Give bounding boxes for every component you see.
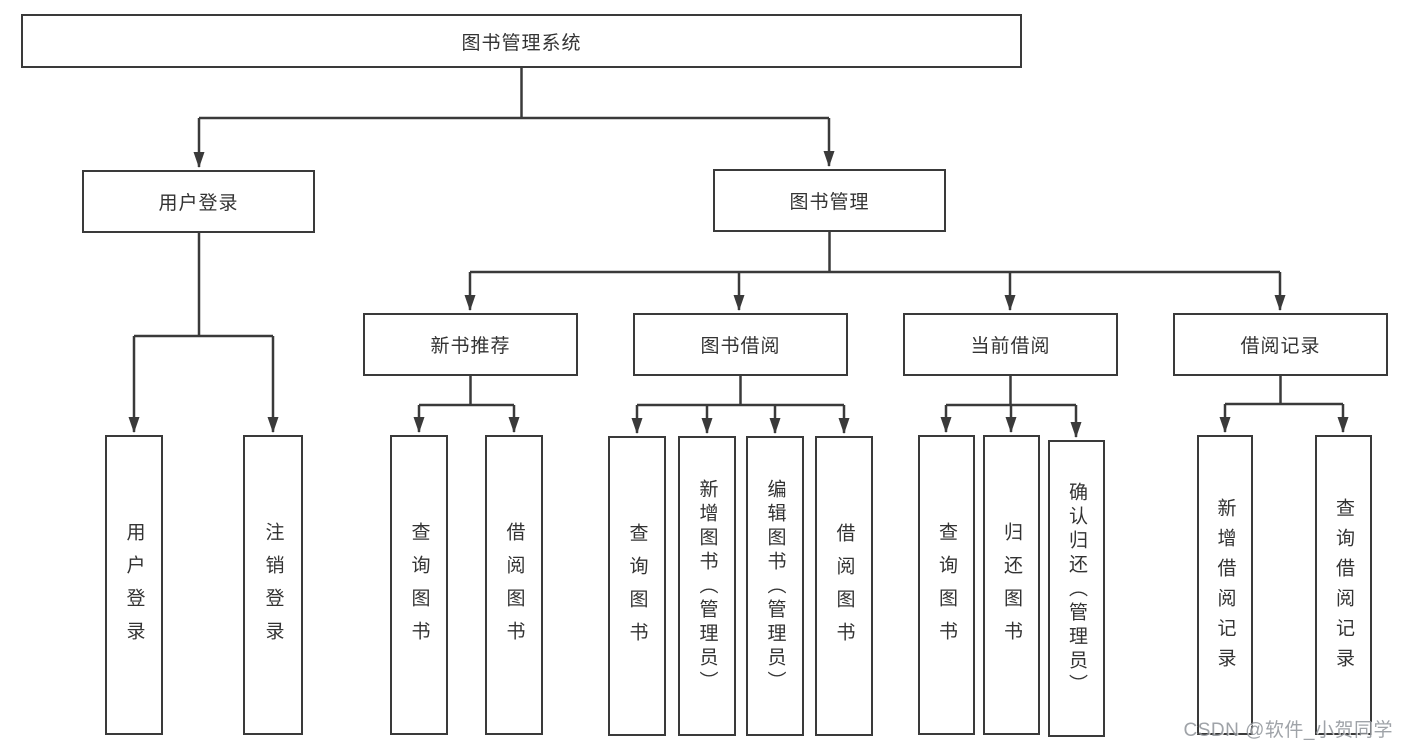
leaf-recommend-borrow-book: 借阅图书 [485, 435, 543, 735]
leaf-edit-book-admin: 编辑图书（管理员） [746, 436, 804, 736]
node-new-book-recommend: 新书推荐 [363, 313, 578, 376]
leaf-add-borrow-record: 新增借阅记录 [1197, 435, 1253, 735]
leaf-recommend-query-book: 查询图书 [390, 435, 448, 735]
leaf-return-book: 归还图书 [983, 435, 1040, 735]
leaf-query-borrow-record: 查询借阅记录 [1315, 435, 1372, 735]
node-library-management-system: 图书管理系统 [21, 14, 1022, 68]
csdn-watermark: CSDN @软件_小贺同学 [1183, 720, 1393, 741]
node-borrow-records: 借阅记录 [1173, 313, 1388, 376]
leaf-current-query-book: 查询图书 [918, 435, 975, 735]
node-current-borrow: 当前借阅 [903, 313, 1118, 376]
leaf-borrow-book: 借阅图书 [815, 436, 873, 736]
leaf-confirm-return-admin: 确认归还（管理员） [1048, 440, 1105, 737]
node-book-management-group: 图书管理 [713, 169, 946, 232]
leaf-add-book-admin: 新增图书（管理员） [678, 436, 736, 736]
leaf-borrow-query-book: 查询图书 [608, 436, 666, 736]
node-book-borrow: 图书借阅 [633, 313, 848, 376]
node-user-login-group: 用户登录 [82, 170, 315, 233]
leaf-user-login: 用户登录 [105, 435, 163, 735]
leaf-logout: 注销登录 [243, 435, 303, 735]
